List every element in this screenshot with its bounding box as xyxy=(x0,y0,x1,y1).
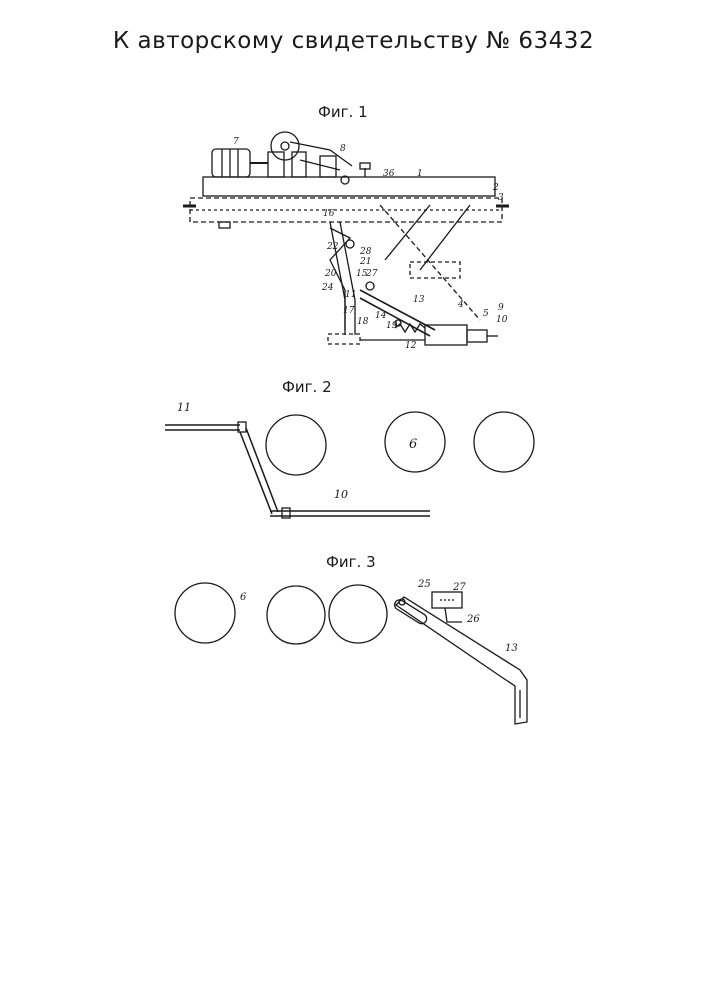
label: 2 xyxy=(492,183,499,193)
label: 25 xyxy=(417,579,431,590)
label: 26 xyxy=(466,614,480,625)
circle-6 xyxy=(175,583,235,643)
lever-13 xyxy=(396,597,527,724)
label: 6 xyxy=(240,592,247,603)
figure-2-drawing xyxy=(165,412,534,518)
label: 17 xyxy=(343,306,355,316)
label: 1 xyxy=(417,169,423,179)
motor xyxy=(212,149,250,177)
label: 14 xyxy=(375,311,387,321)
label: 24 xyxy=(321,283,334,293)
label: 3 xyxy=(498,193,504,203)
label: 18 xyxy=(357,317,369,327)
label: 22 xyxy=(326,242,339,252)
label: 27 xyxy=(365,269,378,279)
label: 19 xyxy=(386,321,398,331)
label: 10 xyxy=(334,488,348,501)
label: 9 xyxy=(498,303,504,313)
circle-6 xyxy=(266,415,326,475)
label: 27 xyxy=(452,582,466,593)
label: 13 xyxy=(413,295,425,305)
label: 21 xyxy=(359,257,371,267)
label: 11 xyxy=(345,290,356,300)
label: 13 xyxy=(505,643,518,654)
label: 4 xyxy=(457,300,464,310)
label: 6 xyxy=(409,437,417,452)
label: 16 xyxy=(323,209,335,219)
label: 20 xyxy=(324,269,337,279)
bracket-27 xyxy=(432,592,462,608)
drive-wheel xyxy=(271,132,299,160)
label: 5 xyxy=(483,309,489,319)
label: 11 xyxy=(177,401,191,414)
label: 10 xyxy=(496,315,508,325)
label: 36 xyxy=(383,169,395,179)
circle-6 xyxy=(474,412,534,472)
circle-6 xyxy=(329,585,387,643)
label: 7 xyxy=(233,137,239,147)
label: 28 xyxy=(359,247,372,257)
figure-3-drawing xyxy=(175,583,527,724)
label: 8 xyxy=(340,144,346,154)
label: 12 xyxy=(405,341,417,351)
circle-6 xyxy=(267,586,325,644)
figure-2-labels: 11 6 10 xyxy=(177,401,417,501)
